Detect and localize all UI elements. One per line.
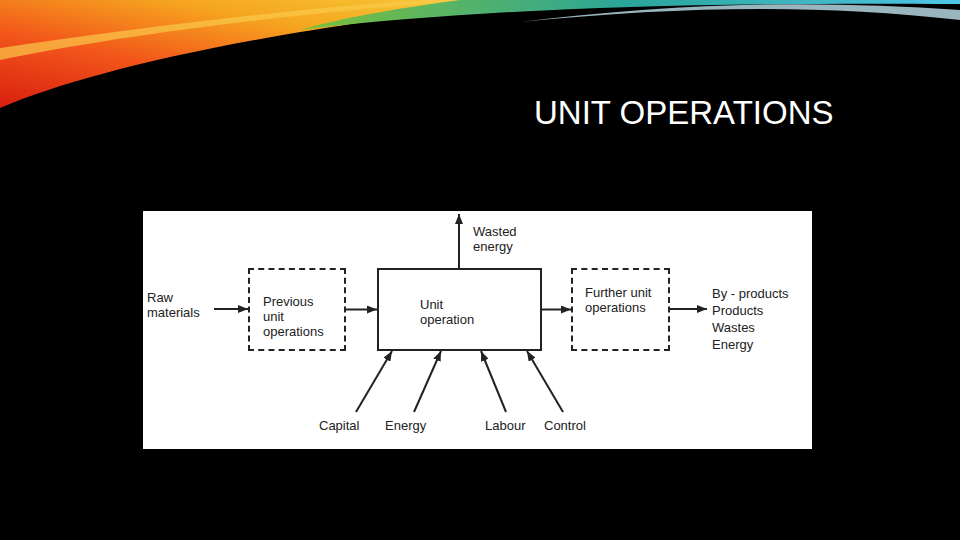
output-label: Wastes	[712, 320, 812, 335]
input-label: Control	[544, 418, 604, 433]
input-arrow	[527, 351, 563, 412]
input-arrow	[481, 351, 506, 412]
output-label: By - products	[712, 286, 812, 301]
decor-swoosh	[520, 4, 960, 22]
waste-arrow	[458, 214, 460, 268]
node-text: Unit operation	[420, 297, 500, 327]
dashed-process-box: Previous unit operations	[248, 268, 346, 351]
output-arrow	[670, 308, 707, 310]
output-label: Products	[712, 303, 812, 318]
input-label: Capital	[319, 418, 379, 433]
input-label: Raw materials	[147, 290, 209, 320]
output-label: Energy	[712, 337, 812, 352]
output-label: Wasted energy	[473, 224, 533, 254]
dashed-process-box: Further unit operations	[571, 268, 670, 351]
flow-arrow	[346, 309, 377, 311]
node-text: Previous unit operations	[263, 294, 337, 339]
input-arrow	[414, 351, 441, 412]
input-arrow	[214, 308, 248, 310]
input-label: Labour	[485, 418, 545, 433]
input-arrow	[356, 351, 392, 412]
slide-title: UNIT OPERATIONS	[534, 96, 833, 129]
decor-swoosh	[0, 0, 540, 108]
flow-arrow	[542, 309, 571, 311]
diagram-panel	[143, 211, 812, 449]
node-text: Further unit operations	[585, 285, 659, 315]
decor-swoosh	[300, 0, 960, 30]
process-box: Unit operation	[377, 268, 542, 351]
input-label: Energy	[385, 418, 445, 433]
